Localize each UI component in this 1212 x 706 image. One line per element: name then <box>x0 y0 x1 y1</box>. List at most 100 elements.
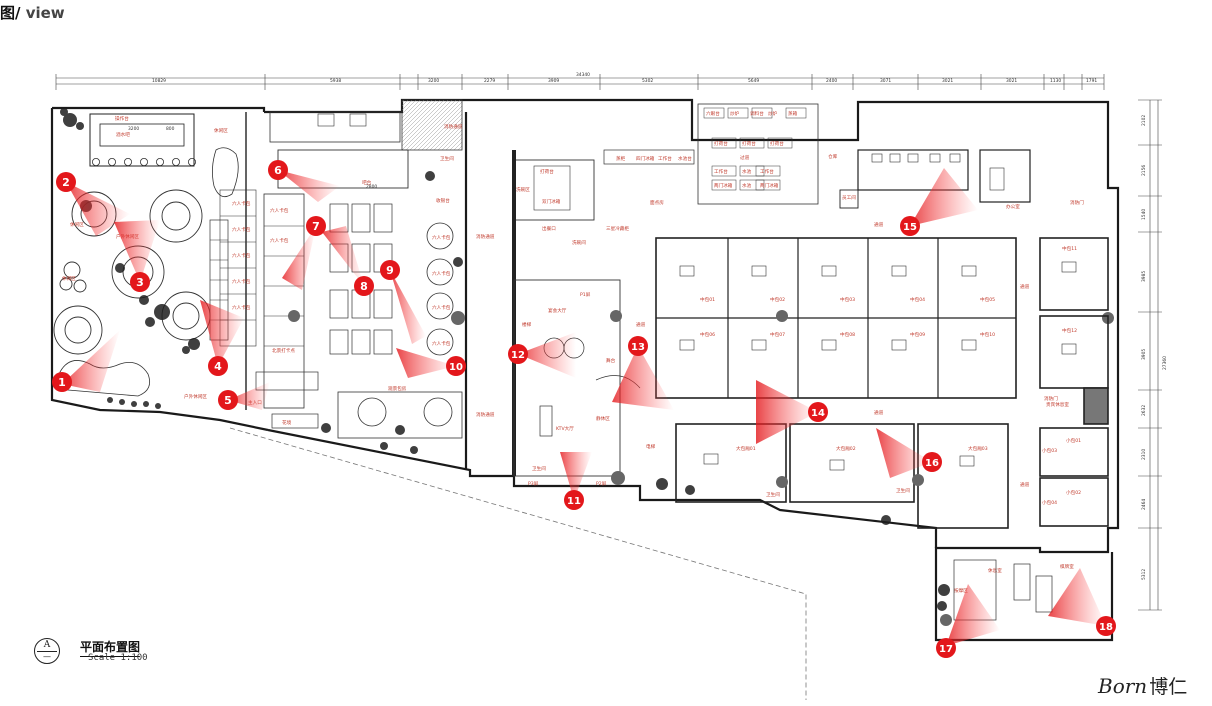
viewpoint-marker-11[interactable]: 11 <box>564 490 584 510</box>
service-zone: 仓库 员工间 办公室 消防门 休息室 按摩区 棋牌室 <box>828 149 1084 594</box>
label-washroom-mid: 卫生间 <box>766 491 780 498</box>
mid-room-6: 中包06 <box>700 331 715 338</box>
label-corridor-e: 通道 <box>1020 481 1030 488</box>
viewpoint-marker-12[interactable]: 12 <box>508 344 528 364</box>
label-kitchen-fridge: 双门冰箱 <box>542 198 561 205</box>
label-corridor-a: 通道 <box>636 321 646 328</box>
viewpoint-label-12: 12 <box>511 350 525 361</box>
kitchen-label-16: 四门冰箱 <box>636 155 655 162</box>
round-label-3: 六人卡包 <box>432 304 451 311</box>
label-fire-passage-a: 消防通道 <box>476 233 495 240</box>
dim-right-1: 2102 <box>1141 115 1147 126</box>
large-room-2: 大包厢02 <box>836 445 856 452</box>
right-room-3: 小包01 <box>1066 437 1081 444</box>
round-label-4: 六人卡包 <box>432 340 451 347</box>
dim-top-9: 3071 <box>880 78 891 84</box>
viewpoint-marker-10[interactable]: 10 <box>446 356 466 376</box>
dim-right-2: 2156 <box>1141 165 1147 176</box>
booth-label-1: 六人卡包 <box>232 200 251 207</box>
label-kitchen-stock: 洗碗间 <box>572 239 586 246</box>
dim-top-11: 3021 <box>1006 78 1017 84</box>
dim-top-5: 3909 <box>548 78 559 84</box>
label-prep-top: 操作台 <box>115 115 129 122</box>
label-fire-passage-b: 消防通道 <box>476 411 495 418</box>
viewpoint-cones <box>62 168 1106 646</box>
six-booth-a: 六人卡包 <box>270 237 289 244</box>
label-fire-door-right: 消防门 <box>1044 395 1058 402</box>
viewpoint-marker-9[interactable]: 9 <box>380 260 400 280</box>
viewpoint-marker-13[interactable]: 13 <box>628 336 648 356</box>
right-room-6: 小包04 <box>1042 499 1057 506</box>
large-room-1: 大包厢01 <box>736 445 756 452</box>
label-mid-counter: 北景打卡点 <box>272 347 295 354</box>
viewpoint-marker-18[interactable]: 18 <box>1096 616 1116 636</box>
rest-zone <box>656 478 1053 626</box>
right-room-5: 小包03 <box>1042 447 1057 454</box>
viewpoint-label-14: 14 <box>811 408 825 419</box>
label-massage: 按摩区 <box>954 587 968 594</box>
viewpoint-marker-5[interactable]: 5 <box>218 390 238 410</box>
large-room-3: 大包厢03 <box>968 445 988 452</box>
label-bar-counter: 吧台 <box>362 179 372 186</box>
mid-room-7: 中包07 <box>770 331 785 338</box>
viewpoint-label-3: 3 <box>136 276 144 289</box>
label-fire-passage-c: 消防通道 <box>444 123 463 130</box>
kitchen-label-13: 两门冰箱 <box>714 182 733 189</box>
viewpoint-label-17: 17 <box>939 644 953 655</box>
label-p3: P3屏 <box>528 481 539 487</box>
label-vip: 贵宾休息室 <box>1046 401 1069 408</box>
section-sub: — <box>43 652 51 661</box>
dim-top-7: 5649 <box>748 78 759 84</box>
viewpoint-marker-16[interactable]: 16 <box>922 452 942 472</box>
label-kitchen-pass: 出餐口 <box>542 225 556 232</box>
viewpoint-marker-3[interactable]: 3 <box>130 272 150 292</box>
booth-label-6: 六人卡包 <box>270 207 289 214</box>
viewpoint-marker-6[interactable]: 6 <box>268 160 288 180</box>
mid-room-1: 中包01 <box>700 296 715 303</box>
label-stair: 楼梯 <box>522 321 532 328</box>
label-office: 办公室 <box>1006 203 1020 210</box>
label-leisure-mid: 休闲区 <box>70 221 84 228</box>
page-title-mark: 图/ <box>0 4 21 22</box>
viewpoint-marker-15[interactable]: 15 <box>900 216 920 236</box>
kitchen-label-3: 调料台 <box>750 110 764 117</box>
viewpoint-label-5: 5 <box>224 394 232 407</box>
label-storage: 仓库 <box>828 153 838 160</box>
dim-top-6: 5302 <box>642 78 653 84</box>
kitchen-label-14: 水池 <box>742 182 752 189</box>
dim-overall: 34340 <box>576 72 590 78</box>
kitchen-label-10: 工作台 <box>714 168 728 175</box>
right-room-2: 中包12 <box>1062 327 1077 334</box>
dim-right-4: 3985 <box>1141 271 1147 282</box>
viewpoint-marker-14[interactable]: 14 <box>808 402 828 422</box>
dim-top-10: 3021 <box>942 78 953 84</box>
viewpoint-marker-17[interactable]: 17 <box>936 638 956 658</box>
viewpoint-marker-2[interactable]: 2 <box>56 172 76 192</box>
right-room-4: 小包02 <box>1066 489 1081 496</box>
dim-top-12: 1130 <box>1050 78 1061 84</box>
viewpoint-marker-7[interactable]: 7 <box>306 216 326 236</box>
label-corridor-c: 通道 <box>874 409 884 416</box>
viewpoint-marker-8[interactable]: 8 <box>354 276 374 296</box>
label-bar-left-num: 3200 <box>128 126 139 132</box>
label-washroom-top: 卫生间 <box>440 155 454 162</box>
label-private-view: 观景包房 <box>388 385 407 392</box>
kitchen-label-20: 面点房 <box>650 199 664 206</box>
viewpoint-marker-4[interactable]: 4 <box>208 356 228 376</box>
viewpoint-label-2: 2 <box>62 176 70 189</box>
outer-walls <box>50 98 1120 642</box>
label-lobby: 宴会大厅 <box>548 307 567 314</box>
outdoor-zone: 操作台 酒水吧 3200 800 休闲区 户外休闲区 休闲区 休闲区 户外休闲区 <box>53 108 247 410</box>
viewpoint-marker-1[interactable]: 1 <box>52 372 72 392</box>
dim-top-8: 2400 <box>826 78 837 84</box>
private-rooms: 中包01 中包02 中包03 中包04 中包05 中包06 中包07 中包08 … <box>636 221 1114 529</box>
mid-room-5: 中包05 <box>980 296 995 303</box>
label-p1: P1屏 <box>580 292 591 298</box>
label-ktv-stage: 舞台 <box>606 357 616 364</box>
round-label-1: 六人卡包 <box>432 234 451 241</box>
label-kitchen-cold: 三星冷藏柜 <box>606 225 629 232</box>
kitchen-label-8: 打荷台 <box>770 140 784 147</box>
label-bar-left-num2: 800 <box>166 126 175 132</box>
dim-top-1: 10829 <box>152 78 166 84</box>
